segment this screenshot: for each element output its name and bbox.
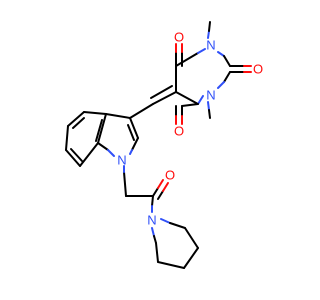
bond	[157, 179, 164, 189]
bond	[152, 187, 159, 197]
bond	[150, 85, 173, 99]
bond	[223, 71, 231, 83]
bond	[197, 95, 204, 105]
bonds	[65, 52, 199, 269]
bond	[127, 124, 135, 141]
bond	[95, 119, 103, 142]
bond	[207, 101, 210, 111]
oxygen-label-bottom: O	[174, 124, 184, 139]
hetero-bonds	[97, 21, 252, 244]
bond	[157, 190, 164, 200]
bond	[197, 48, 206, 54]
bond	[65, 149, 81, 167]
bond	[129, 117, 139, 139]
nitrogen-label-methyl-top: N	[206, 38, 215, 53]
bond	[83, 111, 107, 115]
nitrogen-label-methyl-bottom: N	[206, 88, 215, 103]
bond	[183, 247, 199, 269]
bond	[208, 109, 211, 119]
bond	[107, 149, 115, 157]
bond	[175, 91, 199, 105]
bond	[72, 117, 85, 129]
bond	[208, 21, 211, 32]
bond	[97, 142, 109, 151]
bond	[129, 103, 154, 119]
bond	[105, 113, 131, 119]
bond	[207, 30, 210, 39]
oxygen-label-amide: O	[165, 168, 175, 183]
bond	[151, 195, 154, 207]
bond	[175, 52, 199, 67]
bond	[217, 81, 225, 89]
bond	[181, 103, 199, 107]
bond	[65, 125, 69, 151]
bond	[223, 55, 231, 67]
bond	[162, 182, 169, 192]
bond	[157, 261, 185, 269]
nitrogen-label-pyrrolidine: N	[147, 213, 156, 228]
bond	[129, 149, 133, 155]
bond	[67, 111, 85, 127]
bond	[184, 227, 199, 249]
bond	[160, 218, 171, 224]
bond	[79, 142, 99, 167]
nitrogen-label-indole: N	[117, 153, 126, 168]
bond	[217, 51, 225, 57]
molecule-structure: O N O N O N O N	[65, 21, 263, 269]
bond	[152, 91, 177, 105]
oxygen-label-top: O	[174, 30, 184, 45]
oxygen-label-right: O	[253, 62, 263, 77]
bond	[97, 113, 107, 144]
bond	[155, 242, 159, 263]
bond	[123, 171, 127, 197]
atom-labels: O N O N O N O N	[117, 30, 263, 228]
bond	[151, 227, 155, 237]
bond	[169, 222, 186, 229]
bond	[131, 137, 139, 151]
bond	[153, 235, 157, 244]
bond	[70, 148, 83, 162]
